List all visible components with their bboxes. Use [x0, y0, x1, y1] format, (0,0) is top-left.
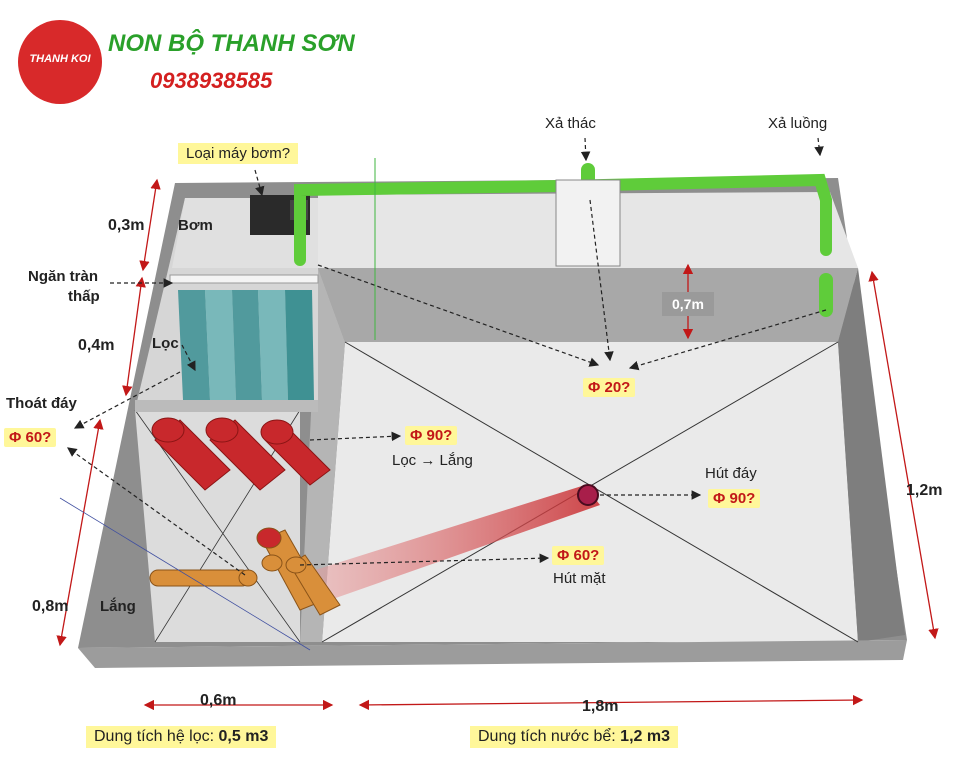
outlet-pipe-size: Φ 20?	[583, 378, 636, 397]
logo-text: THANH KOI	[29, 53, 91, 65]
pump-question-label: Loại máy bơm?	[178, 143, 299, 164]
bottom-drain-size: Φ 60?	[4, 428, 57, 447]
bottom-suction-label: Hút đáy	[705, 465, 757, 482]
dim-03: 0,3m	[108, 217, 145, 234]
dim-06: 0,6m	[200, 692, 237, 709]
dim-18: 1,8m	[582, 698, 619, 715]
dim-04: 0,4m	[78, 337, 115, 354]
bottom-suction-pipe	[315, 485, 600, 600]
pond-volume: Dung tích nước bể: 1,2 m3	[470, 726, 678, 748]
surface-suction-label: Hút mặt	[553, 570, 606, 587]
filter-volume-label: Dung tích hệ lọc:	[94, 728, 215, 745]
brand-phone: 0938938585	[150, 68, 273, 93]
filter-media	[135, 274, 319, 412]
pond-back-wall	[318, 268, 858, 342]
pond-left-wall	[300, 268, 345, 642]
brand-logo: THANH KOI	[18, 20, 102, 104]
filter-volume-value: 0,5 m3	[218, 728, 269, 745]
filter-label: Lọc	[152, 335, 179, 352]
filter-pipe-size: Φ 90?	[405, 426, 458, 445]
surface-suction-size: Φ 60?	[552, 546, 605, 565]
settle-label: Lắng	[100, 598, 136, 615]
dim-12: 1,2m	[906, 482, 943, 499]
tank-front	[78, 640, 907, 668]
red-pipes	[151, 417, 331, 491]
depth-07-label: 0,7m	[662, 292, 714, 316]
waterfall-outlet-label: Xả thác	[545, 115, 596, 132]
brand-title: NON BỘ THANH SƠN	[108, 30, 355, 57]
bottom-drain-outlet-label: Thoát đáy	[6, 395, 77, 412]
low-overflow-label-1: Ngăn tràn	[28, 268, 99, 285]
waterfall-box	[555, 179, 621, 267]
bottom-suction-size: Φ 90?	[708, 489, 761, 508]
filter-volume: Dung tích hệ lọc: 0,5 m3	[86, 726, 277, 748]
flow-outlet-label: Xả luồng	[768, 115, 828, 132]
orange-pipes	[149, 527, 341, 616]
pump-label: Bơm	[178, 217, 213, 234]
dim-08: 0,8m	[32, 598, 69, 615]
filter-to-settle-label: Lọc → Lắng	[392, 452, 473, 469]
low-overflow-label-2: thấp	[68, 288, 100, 305]
pond-volume-label: Dung tích nước bể:	[478, 728, 616, 745]
bottom-drain-icon	[577, 484, 599, 506]
pond-volume-value: 1,2 m3	[620, 728, 670, 745]
